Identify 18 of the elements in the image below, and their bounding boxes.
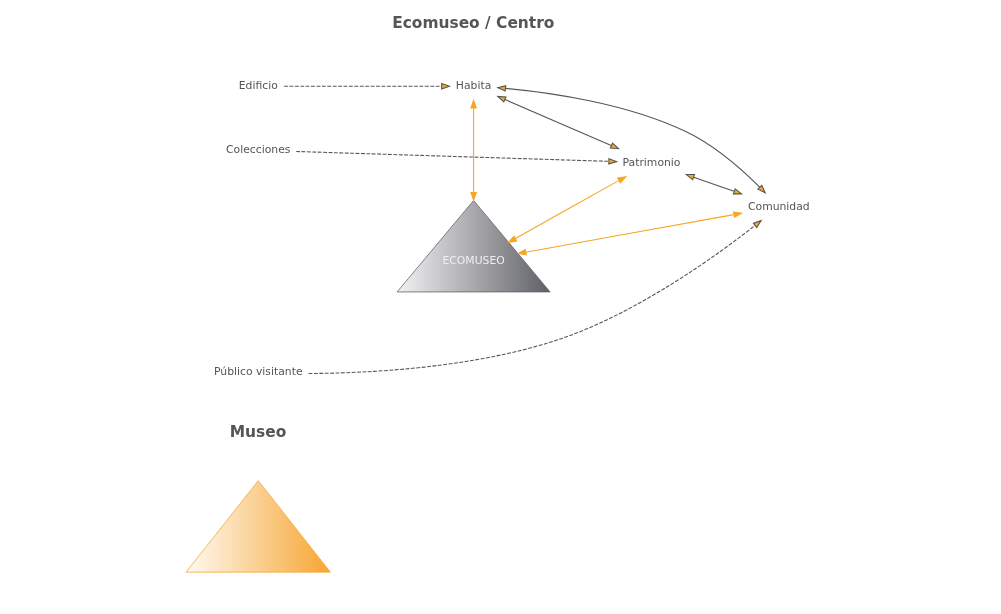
arrow — [506, 175, 627, 244]
node-text: Edificio — [238, 79, 278, 93]
node-text: Colecciones — [225, 143, 290, 157]
node-text: Habita — [455, 79, 491, 93]
arrow — [295, 150, 618, 165]
arrow — [516, 211, 743, 256]
node-text: Comunidad — [747, 199, 810, 213]
arrow — [684, 174, 743, 195]
label: Ecomuseo / Centro — [391, 14, 554, 33]
label: Museo — [229, 422, 286, 441]
arrow — [307, 219, 762, 375]
node-text: Patrimonio — [622, 155, 680, 169]
node-text: Público visitante — [213, 365, 303, 379]
node-triangle — [185, 480, 331, 573]
arrow — [283, 82, 451, 90]
arrow — [495, 95, 620, 150]
arrow — [469, 98, 477, 202]
arrow — [495, 84, 766, 194]
